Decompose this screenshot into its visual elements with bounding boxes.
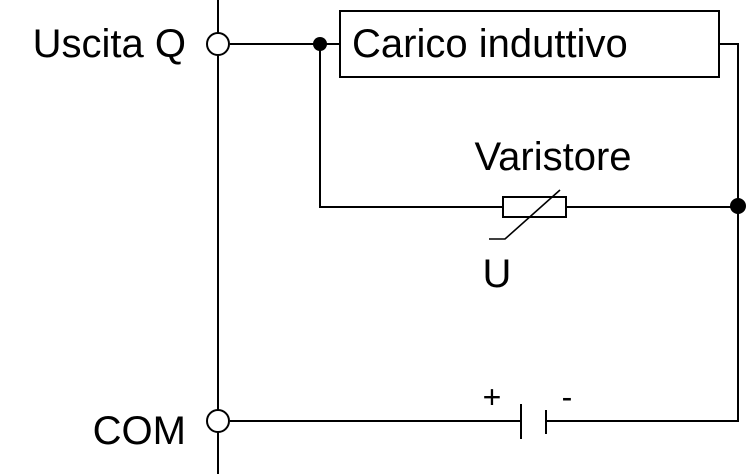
varistor-diagonal (489, 189, 561, 240)
varistor-label: Varistore (474, 135, 631, 179)
output-terminal-label: Uscita Q (33, 22, 186, 66)
inductive-load-label: Carico induttivo (352, 22, 628, 66)
com-terminal-label: COM (93, 409, 186, 453)
com-terminal (206, 409, 230, 433)
varistor-symbol-label: U (483, 252, 512, 296)
battery-plus-label: + (483, 379, 502, 415)
output-terminal (206, 32, 230, 56)
varistor-branch-wire-left (319, 44, 503, 208)
varistor-body (502, 196, 567, 218)
load-return-wire (546, 43, 739, 422)
inductive-load-box (339, 10, 720, 78)
battery-minus-label: - (562, 379, 573, 415)
